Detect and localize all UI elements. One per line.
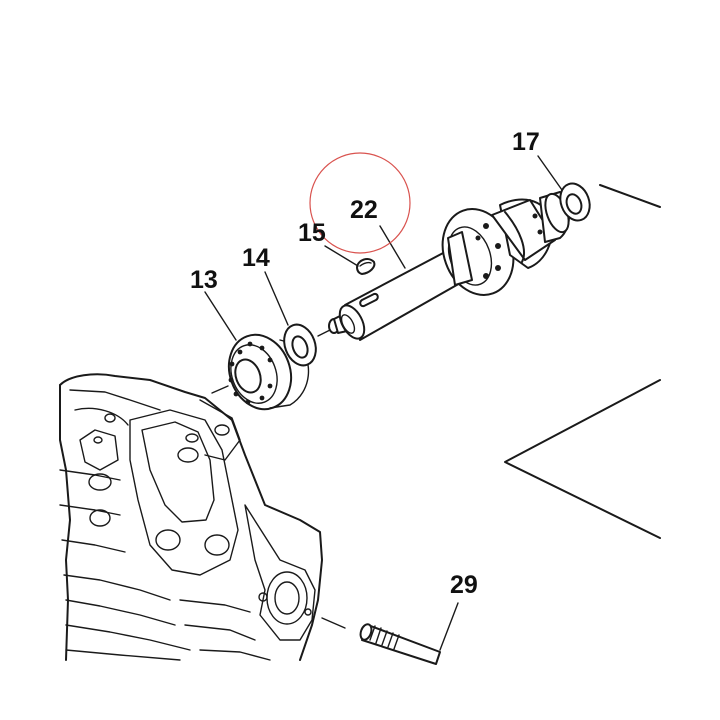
callout-15: 15 <box>298 219 326 247</box>
leader-lines <box>204 155 563 651</box>
highlight-circle <box>309 152 411 254</box>
stud-part-29 <box>321 617 441 665</box>
washer-part-17 <box>559 182 591 222</box>
callout-17: 17 <box>512 128 540 156</box>
assembly-axis <box>211 329 331 394</box>
key-part-15 <box>356 258 376 275</box>
engine-block <box>59 373 323 661</box>
washer-part-14 <box>283 323 317 367</box>
housing-outline <box>504 184 661 539</box>
callout-29: 29 <box>450 571 478 599</box>
camshaft-part-22 <box>328 191 570 341</box>
callout-22: 22 <box>350 196 378 224</box>
callout-13: 13 <box>190 266 218 294</box>
callout-14: 14 <box>242 244 270 272</box>
